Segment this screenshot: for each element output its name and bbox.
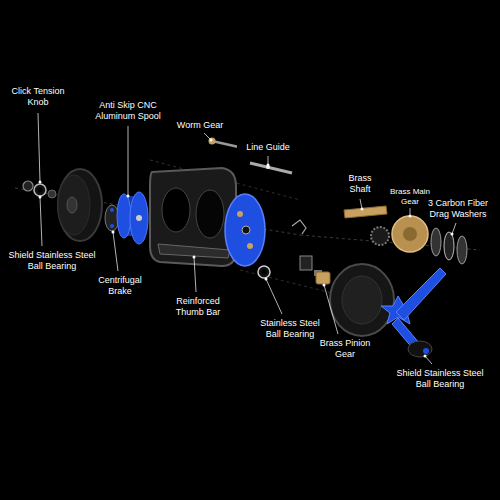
leader-line — [425, 356, 432, 364]
leader-line — [40, 197, 42, 246]
brass-shaft — [344, 206, 387, 218]
leader-dot — [361, 208, 364, 211]
plate-screw — [237, 211, 243, 217]
ball-bearing — [258, 266, 270, 278]
leader-dot — [323, 284, 326, 287]
leader-dot — [409, 215, 412, 218]
washer — [48, 190, 56, 198]
side-cap-face — [58, 175, 90, 235]
leader-dot — [451, 233, 454, 236]
part-label: Line Guide — [237, 142, 299, 153]
leader-dot — [39, 196, 42, 199]
reel-frame — [150, 168, 236, 266]
frame-opening — [162, 188, 190, 232]
part-label: Worm Gear — [169, 120, 231, 131]
leader-dot — [210, 139, 213, 142]
leader-line — [266, 279, 282, 314]
drag-washer — [444, 232, 454, 260]
frame-opening — [196, 190, 224, 238]
main-gear-hub — [403, 227, 417, 241]
drag-washer — [431, 228, 441, 256]
part-label: Stainless Steel Ball Bearing — [253, 318, 327, 340]
handle-knob — [408, 341, 432, 357]
side-plate — [330, 264, 394, 336]
plate-hub — [242, 226, 250, 234]
leader-dot — [424, 355, 427, 358]
spool-flange — [117, 194, 131, 238]
spool-flange — [130, 192, 148, 244]
leader-dot — [265, 278, 268, 281]
line-guide — [250, 163, 292, 173]
ball-bearing — [34, 184, 46, 196]
knob-nut — [23, 181, 33, 191]
leader-line — [38, 113, 40, 182]
brake-block — [110, 208, 114, 212]
ball-bearing-hole — [262, 270, 267, 275]
part-label: Shield Stainless Steel Ball Bearing — [7, 250, 97, 272]
leader-dot — [127, 195, 130, 198]
ratchet-gear — [371, 227, 389, 245]
handle-knob-cap — [423, 348, 429, 354]
pinion-gear — [316, 272, 330, 284]
part-label: Shield Stainless Steel Ball Bearing — [395, 368, 485, 390]
brake-block — [110, 224, 114, 228]
plate-screw — [247, 243, 253, 249]
part-label: Brass Pinion Gear — [318, 338, 372, 360]
leader-line — [128, 126, 129, 196]
drag-washer — [457, 236, 467, 264]
part-label: 3 Carbon Fiber Drag Washers — [424, 198, 492, 220]
leader-line — [452, 223, 456, 234]
leader-line — [113, 232, 118, 271]
leader-dot — [267, 164, 270, 167]
part-label: Click Tension Knob — [6, 86, 70, 108]
thumb-bar — [158, 244, 230, 258]
main-gear — [392, 216, 428, 252]
tension-knob — [67, 197, 77, 213]
leader-dot — [112, 231, 115, 234]
leader-dot — [193, 256, 196, 259]
spool-shaft — [136, 215, 142, 221]
leader-dot — [39, 181, 42, 184]
spring-clip — [292, 220, 306, 234]
leader-line — [360, 199, 362, 209]
clutch-part — [300, 256, 312, 270]
part-label: Brass Shaft — [342, 173, 378, 195]
side-cap — [58, 169, 102, 241]
handle-arm — [396, 268, 446, 320]
leader-line — [194, 257, 196, 292]
side-plate — [225, 194, 265, 266]
side-plate-face — [342, 276, 382, 324]
ball-bearing-hole — [38, 188, 43, 193]
part-label: Anti Skip CNC Aluminum Spool — [92, 100, 164, 122]
part-label: Reinforced Thumb Bar — [171, 296, 225, 318]
part-label: Centrifugal Brake — [91, 275, 149, 297]
